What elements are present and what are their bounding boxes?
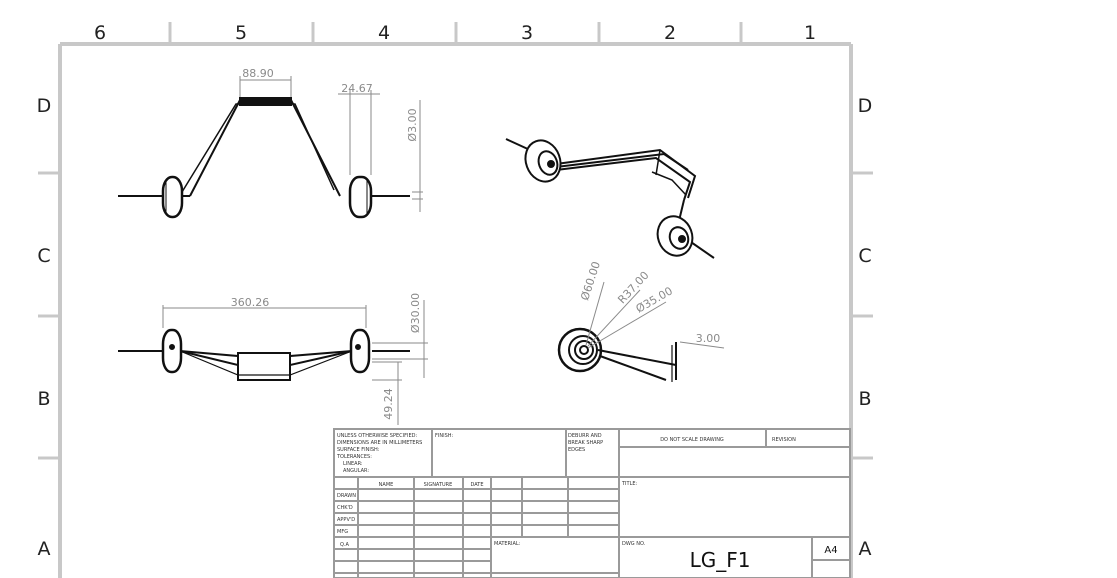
tb-deburr: EDGES: [568, 447, 585, 453]
front-view-dimensions: [239, 76, 423, 212]
tb-title: TITLE:: [621, 481, 638, 487]
tb-dims-mm: DIMENSIONS ARE IN MILLIMETERS: [337, 440, 422, 446]
dimension-thickness: 3.00: [696, 332, 721, 345]
zone-label-right: A: [859, 538, 872, 560]
dimension-track: 360.26: [231, 296, 270, 309]
zone-label-left: A: [38, 538, 51, 560]
tb-date: DATE: [470, 482, 483, 488]
dimension-wheel-dia: Ø60.00: [578, 260, 603, 302]
front-view: [118, 97, 410, 219]
top-view-dimensions: [162, 300, 428, 425]
side-view: [557, 327, 677, 382]
zone-label-top: 1: [804, 22, 816, 44]
dimension-wheel-hub-dia: Ø30.00: [409, 293, 422, 333]
zone-label-top: 5: [235, 22, 247, 44]
tb-dwg-value: LG_F1: [690, 548, 751, 572]
tb-tolerances: TOLERANCES:: [336, 454, 372, 460]
zone-ticks: [38, 22, 873, 460]
tb-name: NAME: [379, 482, 394, 488]
tb-do-not-scale: DO NOT SCALE DRAWING: [660, 437, 724, 443]
zone-label-top: 6: [94, 22, 106, 44]
dimension-axle-dia: Ø3.00: [406, 108, 419, 141]
zone-label-right: B: [858, 388, 871, 410]
tb-signature: SIGNATURE: [424, 482, 453, 488]
top-view: [118, 328, 410, 381]
tb-qa: Q.A: [340, 542, 350, 548]
tb-linear: LINEAR:: [343, 461, 363, 467]
tb-chkd: CHK'D: [337, 505, 353, 511]
tb-drawn: DRAWN: [337, 493, 356, 499]
tb-deburr: BREAK SHARP: [568, 440, 603, 446]
zone-label-right: D: [858, 95, 873, 117]
sheet-frame: [58, 42, 853, 578]
tb-revision: REVISION: [772, 437, 796, 443]
tb-material: MATERIAL:: [494, 541, 521, 547]
tb-surface: SURFACE FINISH:: [337, 447, 380, 453]
dimension-top-width: 88.90: [242, 67, 274, 80]
tb-finish: FINISH:: [435, 433, 453, 439]
tb-mfg: MFG: [337, 529, 348, 535]
tb-unless: UNLESS OTHERWISE SPECIFIED:: [337, 433, 417, 439]
zone-label-right: C: [858, 245, 871, 267]
tb-size: A4: [824, 545, 837, 556]
tb-deburr: DEBURR AND: [568, 433, 602, 439]
zone-label-left: D: [37, 95, 52, 117]
tb-appvd: APPV'D: [337, 517, 355, 523]
isometric-view: [505, 138, 715, 259]
side-view-dimensions: [585, 281, 725, 349]
zone-label-top: 4: [378, 22, 390, 44]
dimension-wheel-width: 24.67: [341, 82, 373, 95]
zone-label-top: 3: [521, 22, 533, 44]
zone-label-left: C: [37, 245, 50, 267]
tb-angular: ANGULAR:: [343, 468, 369, 474]
title-block: [333, 428, 851, 578]
tb-dwg-no: DWG NO.: [622, 541, 646, 547]
zone-label-top: 2: [664, 22, 676, 44]
zone-label-left: B: [37, 388, 50, 410]
dimension-height: 49.24: [382, 388, 395, 420]
